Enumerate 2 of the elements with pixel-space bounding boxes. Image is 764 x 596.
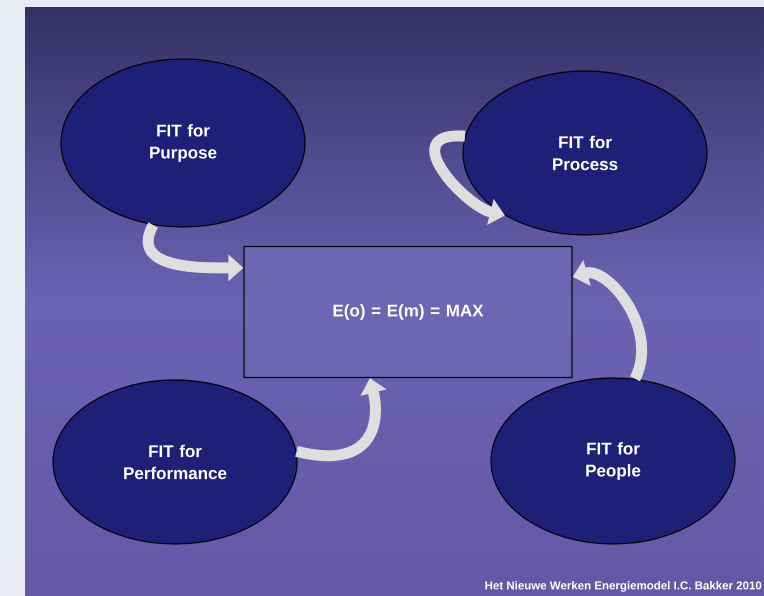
formula-box: E(o) = E(m) = MAX	[243, 246, 573, 378]
footer-note: Het Nieuwe Werken Energiemodel I.C. Bakker 2010	[485, 581, 762, 592]
